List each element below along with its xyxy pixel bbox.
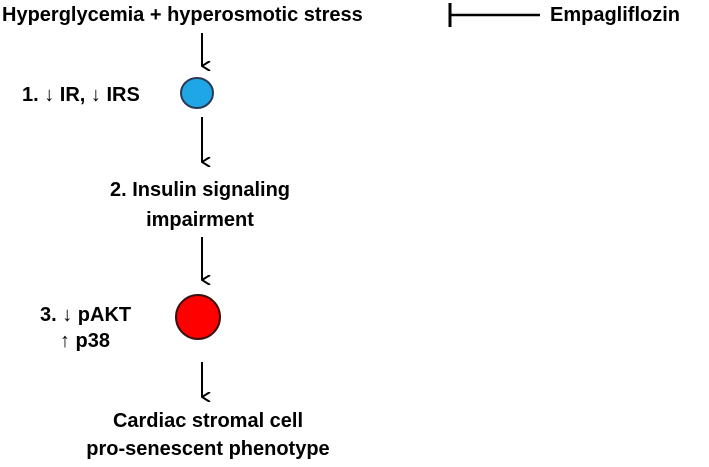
inhibitor-label: Empagliflozin [550, 4, 680, 26]
step3-marker [175, 294, 221, 340]
stimulus-label: Hyperglycemia + hyperosmotic stress [2, 4, 363, 26]
outcome-label: Cardiac stromal cell pro-senescent pheno… [58, 407, 358, 463]
step1-label: 1. ↓ IR, ↓ IRS [22, 84, 140, 106]
step3-line2: ↑ p38 [60, 330, 111, 352]
step2-line2: impairment [146, 209, 254, 231]
step3-line1: 3. ↓ pAKT [40, 304, 132, 326]
step3-label: 3. ↓ pAKT ↑ p38 [40, 302, 131, 354]
outcome-line2: pro-senescent phenotype [86, 438, 330, 460]
outcome-line1: Cardiac stromal cell [112, 410, 304, 432]
step2-line1: 2. Insulin signaling [109, 179, 291, 201]
step1-marker [180, 77, 214, 109]
step2-label: 2. Insulin signaling impairment [85, 175, 315, 235]
